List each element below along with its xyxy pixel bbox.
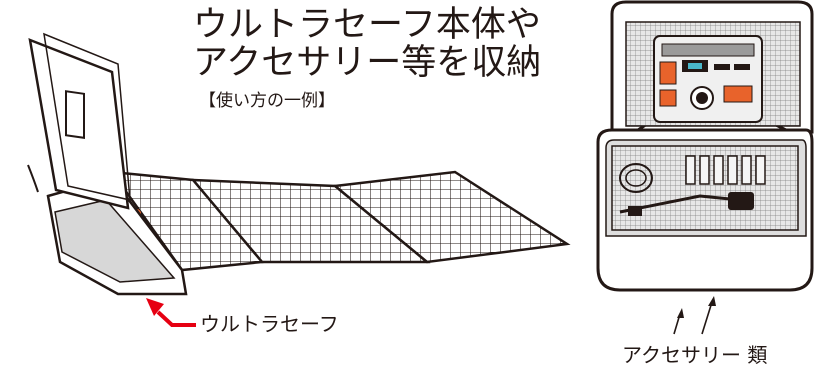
headline-line-1: ウルトラセーフ本体や bbox=[193, 5, 541, 45]
coiled-cable bbox=[619, 163, 653, 193]
usage-example-note: 【使い方の一例】 bbox=[199, 91, 335, 111]
pointer-arrow-icon bbox=[146, 298, 196, 327]
headline-line-2: アクセサリー等を収納 bbox=[193, 43, 542, 83]
adapter bbox=[699, 155, 710, 185]
adapter bbox=[685, 155, 696, 185]
storage-case-illustration bbox=[596, 0, 814, 292]
label-accessories: アクセサリー 類 bbox=[622, 343, 768, 367]
adapter bbox=[727, 155, 738, 185]
power-brick bbox=[728, 192, 754, 210]
cable bbox=[619, 194, 741, 214]
headline: ウルトラセーフ本体や アクセサリー等を収納 bbox=[193, 5, 542, 83]
adapter bbox=[741, 155, 752, 185]
label-ultra-safe: ウルトラセーフ bbox=[200, 312, 339, 336]
pointer-arrow-icon bbox=[673, 296, 716, 335]
adapter bbox=[713, 155, 724, 185]
lid-pocket bbox=[65, 90, 85, 139]
solar-panel-illustration bbox=[27, 32, 571, 296]
case-lid-edge bbox=[43, 32, 131, 201]
case-inner bbox=[54, 199, 176, 283]
adapter bbox=[755, 155, 766, 185]
